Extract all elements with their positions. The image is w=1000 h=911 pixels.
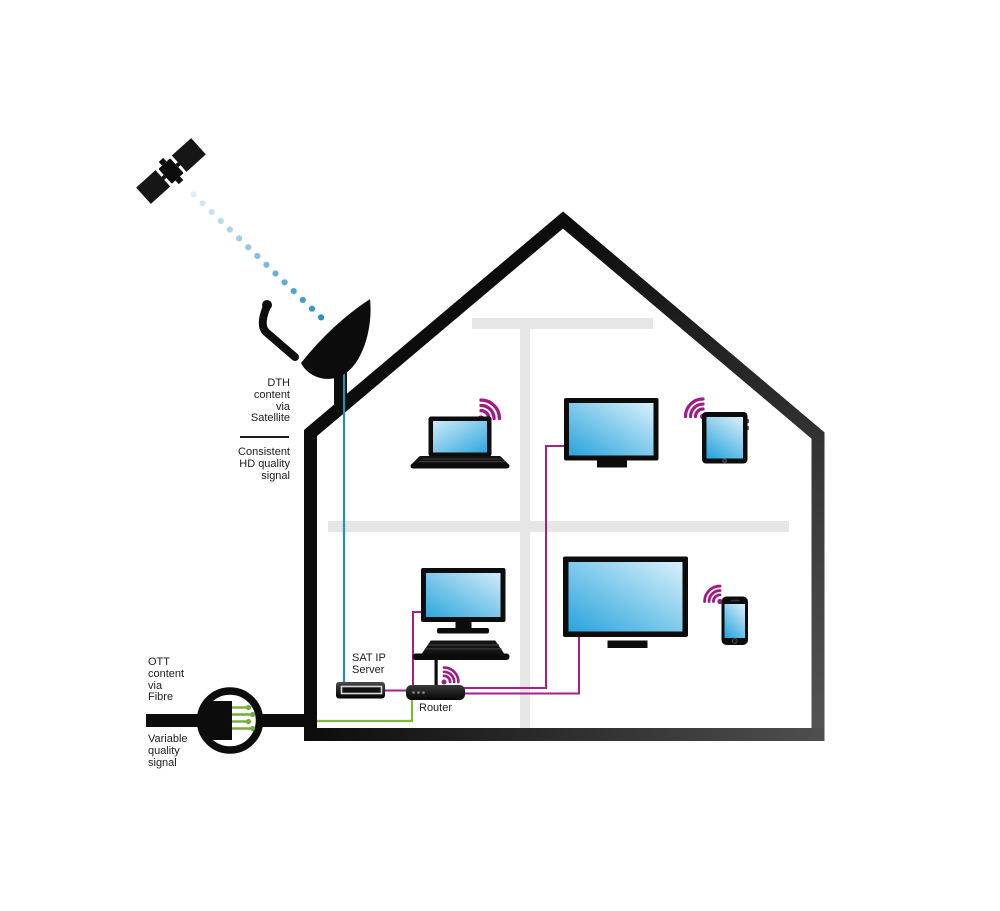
fibre-cable-right [262, 714, 307, 727]
label-line: Satellite [250, 412, 290, 425]
desktop-pc [412, 568, 510, 660]
router-box [406, 685, 465, 700]
satellite-panel [171, 138, 206, 172]
label-line: DTH [267, 377, 290, 389]
dth-satellite-label: DTH content via Satellite [250, 377, 290, 425]
laptop [410, 394, 510, 469]
tv-screen [569, 403, 654, 456]
tablet-screen [706, 417, 743, 459]
label-line: signal [261, 469, 290, 482]
dish-feed-arm [258, 302, 299, 361]
keyboard [422, 640, 504, 654]
router-antenna [434, 657, 438, 687]
label-line: HD quality [239, 457, 290, 470]
tablet-home-button [722, 458, 727, 464]
monitor-screen [426, 573, 501, 617]
interior-floor-horizontal [328, 521, 789, 532]
label-line: Variable [148, 733, 188, 745]
satellite-body [158, 158, 184, 184]
satellite-icon [136, 138, 206, 204]
label-line: via [148, 679, 163, 692]
variable-quality-label: Variable quality signal [148, 733, 188, 769]
tablet [680, 393, 749, 464]
magenta-cables [385, 445, 580, 695]
satellite-beam-dotted [190, 191, 325, 321]
label-line: Consistent [238, 446, 290, 458]
tv-stand [607, 640, 648, 648]
smartphone [699, 581, 748, 645]
house-walls [304, 211, 825, 741]
house-outline [304, 211, 825, 741]
interior-walls [328, 318, 789, 729]
label-line: Router [419, 702, 453, 714]
monitor-base [437, 628, 489, 634]
house-roof-right [558, 215, 825, 741]
label-line: content [253, 388, 290, 401]
router-to-upper-tv-cable [464, 445, 564, 689]
tv-stand [597, 460, 627, 468]
label-line: content [148, 667, 185, 680]
router-to-lower-tv-cable [464, 636, 580, 695]
router [406, 657, 465, 700]
label-line: signal [148, 756, 177, 769]
router-to-desktop-cable [412, 611, 421, 686]
label-line: Fibre [148, 691, 174, 704]
label-line: SAT IP [352, 652, 386, 664]
consistent-quality-label: Consistent HD quality signal [238, 446, 290, 482]
attic-floor-bar [472, 318, 653, 329]
laptop-base [412, 456, 508, 465]
monitor-neck [455, 622, 472, 628]
phone-speaker [730, 599, 740, 602]
fibre-wall-plug [146, 687, 307, 754]
ott-fibre-label: OTT content via Fibre [148, 656, 185, 704]
satellite-dish [258, 299, 371, 379]
sat-ip-server-label: SAT IP Server [352, 652, 386, 677]
phone-screen [724, 604, 745, 638]
label-line: Server [352, 663, 385, 676]
fibre-strands [232, 704, 256, 732]
label-line: via [275, 400, 290, 413]
laptop-screen [433, 421, 487, 453]
fibre-cable-left [146, 714, 198, 727]
sat-ip-server [336, 682, 385, 699]
fibre-plug-block [203, 701, 232, 740]
phone-home-button [731, 638, 738, 644]
label-line: quality [148, 744, 180, 757]
tv-ground-floor [563, 556, 688, 648]
satellite-panel [136, 170, 171, 204]
dish-lnb [262, 300, 272, 310]
label-divider-line [240, 436, 289, 438]
tv-screen [568, 562, 683, 632]
router-label: Router [419, 702, 453, 715]
server-slot [340, 685, 383, 695]
tv-first-floor [564, 398, 659, 468]
label-line: OTT [148, 656, 170, 668]
